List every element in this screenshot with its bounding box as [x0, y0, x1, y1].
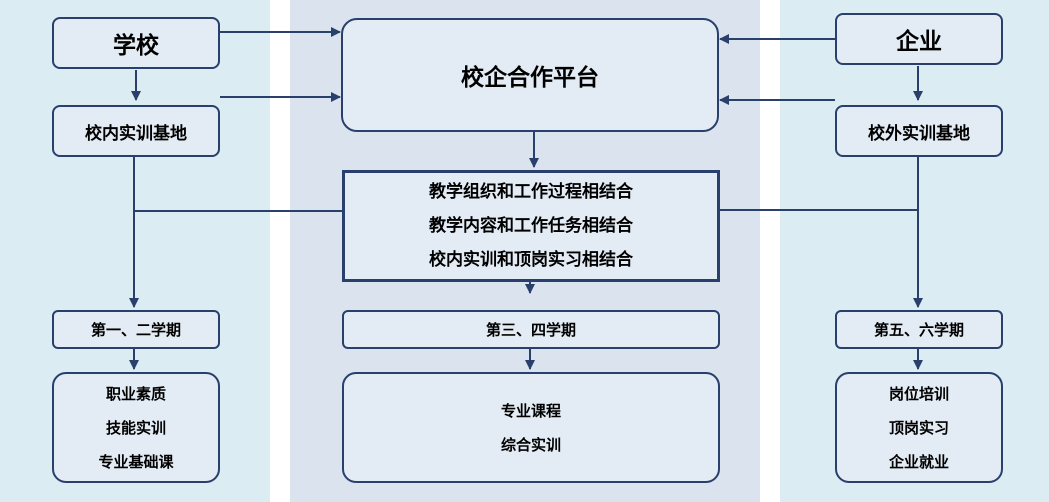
term-1-2-label: 第一、二学期 — [90, 321, 181, 339]
combination-line-3: 校内实训和顶岗实习相结合 — [429, 250, 633, 270]
school-base-box: 校内实训基地 — [52, 105, 220, 157]
combination-line-2: 教学内容和工作任务相结合 — [429, 216, 633, 236]
mid-content-box: 专业课程 综合实训 — [342, 372, 720, 483]
school-base-label: 校内实训基地 — [85, 123, 187, 144]
term-1-2-box: 第一、二学期 — [52, 310, 220, 349]
school-box: 学校 — [52, 17, 220, 69]
school-label: 学校 — [113, 33, 159, 59]
mid-content-item: 专业课程 — [500, 401, 561, 420]
right-content-box: 岗位培训 顶岗实习 企业就业 — [835, 372, 1003, 483]
left-content-item: 技能实训 — [105, 418, 166, 437]
left-content-item: 专业基础课 — [98, 452, 174, 471]
term-3-4-label: 第三、四学期 — [485, 321, 576, 339]
right-content-item: 岗位培训 — [888, 384, 949, 403]
enterprise-label: 企业 — [896, 29, 942, 55]
platform-label: 校企合作平台 — [461, 65, 599, 91]
right-content-item: 企业就业 — [888, 452, 949, 471]
term-5-6-label: 第五、六学期 — [873, 321, 964, 339]
enterprise-base-box: 校外实训基地 — [835, 105, 1003, 157]
platform-box: 校企合作平台 — [341, 18, 719, 132]
left-content-box: 职业素质 技能实训 专业基础课 — [52, 372, 220, 483]
term-3-4-box: 第三、四学期 — [342, 310, 720, 349]
right-content-item: 顶岗实习 — [888, 418, 949, 437]
term-5-6-box: 第五、六学期 — [835, 310, 1003, 349]
mid-content-item: 综合实训 — [500, 435, 561, 454]
combination-box: 教学组织和工作过程相结合 教学内容和工作任务相结合 校内实训和顶岗实习相结合 — [342, 170, 720, 282]
left-content-item: 职业素质 — [105, 384, 166, 403]
enterprise-box: 企业 — [835, 13, 1003, 65]
combination-line-1: 教学组织和工作过程相结合 — [429, 182, 633, 202]
enterprise-base-label: 校外实训基地 — [868, 123, 970, 144]
